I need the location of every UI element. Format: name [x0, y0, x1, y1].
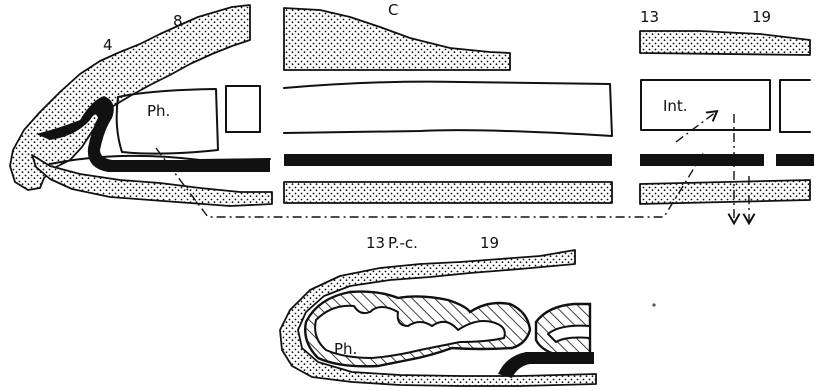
middle-lower-body-wall [284, 182, 612, 203]
right-gut-stub [780, 80, 810, 132]
right-nerve-cord-stub [776, 154, 814, 166]
label-segment-19-top: 19 [752, 8, 771, 26]
lower-worm-figure: 13 P.-c. 19 Ph. [280, 234, 656, 386]
middle-nerve-cord [284, 154, 612, 166]
label-segment-19-bottom: 19 [480, 234, 499, 252]
label-segment-8: 8 [173, 12, 183, 30]
right-lower-body-wall [640, 180, 810, 204]
label-intestine: Int. [663, 97, 688, 115]
label-segment-4: 4 [103, 36, 113, 54]
label-proboscis-cut: P.-c. [388, 234, 418, 252]
pharynx-adjacent-block [226, 86, 260, 132]
connector-arrow-int [676, 112, 716, 142]
label-pharynx: Ph. [147, 102, 170, 120]
label-segment-13-bottom: 13 [366, 234, 385, 252]
speck-mark [652, 303, 655, 306]
middle-gut [284, 82, 612, 136]
right-upper-body-wall [640, 31, 810, 55]
label-pharynx-lower: Ph. [334, 340, 357, 358]
intestine-block [641, 80, 770, 130]
label-segment-c: C [388, 1, 398, 19]
label-segment-13-top: 13 [640, 8, 659, 26]
pharynx-block [117, 89, 218, 154]
upper-worm-figure: 4 8 C 13 19 Ph. Int. [10, 1, 814, 222]
